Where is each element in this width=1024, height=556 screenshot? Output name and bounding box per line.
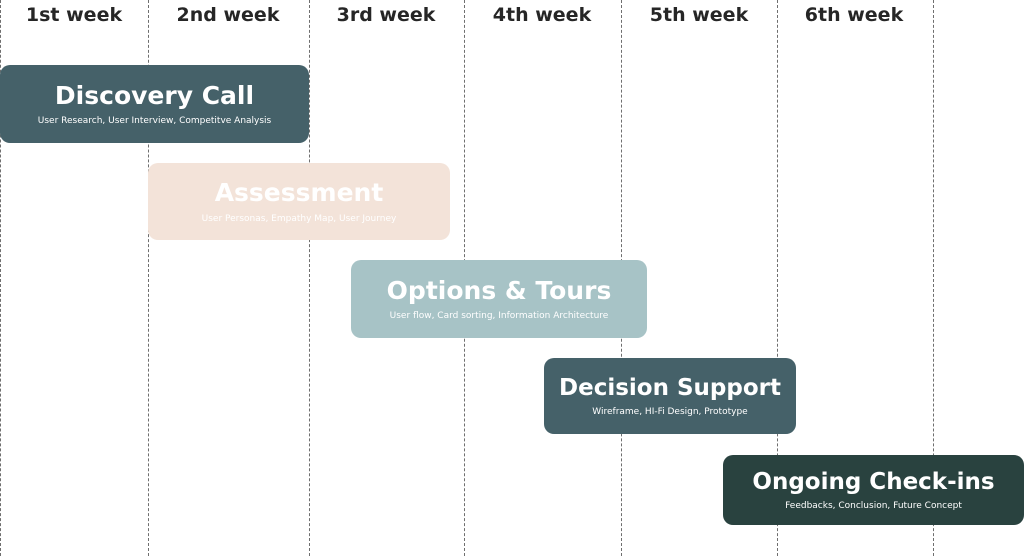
week-label-4: 4th week — [492, 4, 592, 26]
week-label-6: 6th week — [804, 4, 904, 26]
phase-subtitle: User flow, Card sorting, Information Arc… — [389, 311, 609, 322]
week-divider-line — [309, 0, 310, 556]
phase-title: Decision Support — [559, 374, 781, 401]
week-divider-line — [933, 0, 934, 556]
week-label-3: 3rd week — [336, 4, 436, 26]
week-divider-line — [777, 0, 778, 556]
week-label-1: 1st week — [25, 4, 123, 26]
phase-title: Assessment — [214, 178, 384, 208]
phase-title: Ongoing Check-ins — [752, 468, 995, 495]
phase-subtitle: Wireframe, HI-Fi Design, Prototype — [592, 407, 748, 418]
phase-options-tours: Options & Tours User flow, Card sorting,… — [351, 260, 647, 338]
phase-ongoing-check-ins: Ongoing Check-ins Feedbacks, Conclusion,… — [723, 455, 1024, 525]
phase-title: Discovery Call — [54, 80, 255, 110]
phase-assessment: Assessment User Personas, Empathy Map, U… — [148, 163, 450, 240]
phase-subtitle: User Research, User Interview, Competitv… — [37, 116, 272, 127]
week-divider-line — [0, 0, 1, 556]
week-label-5: 5th week — [649, 4, 749, 26]
phase-title: Options & Tours — [386, 275, 612, 305]
phase-subtitle: Feedbacks, Conclusion, Future Concept — [785, 501, 962, 512]
week-divider-line — [148, 0, 149, 556]
week-label-2: 2nd week — [176, 4, 280, 26]
phase-discovery-call: Discovery Call User Research, User Inter… — [0, 65, 309, 143]
phase-subtitle: User Personas, Empathy Map, User Journey — [201, 213, 397, 224]
phase-decision-support: Decision Support Wireframe, HI-Fi Design… — [544, 358, 796, 434]
